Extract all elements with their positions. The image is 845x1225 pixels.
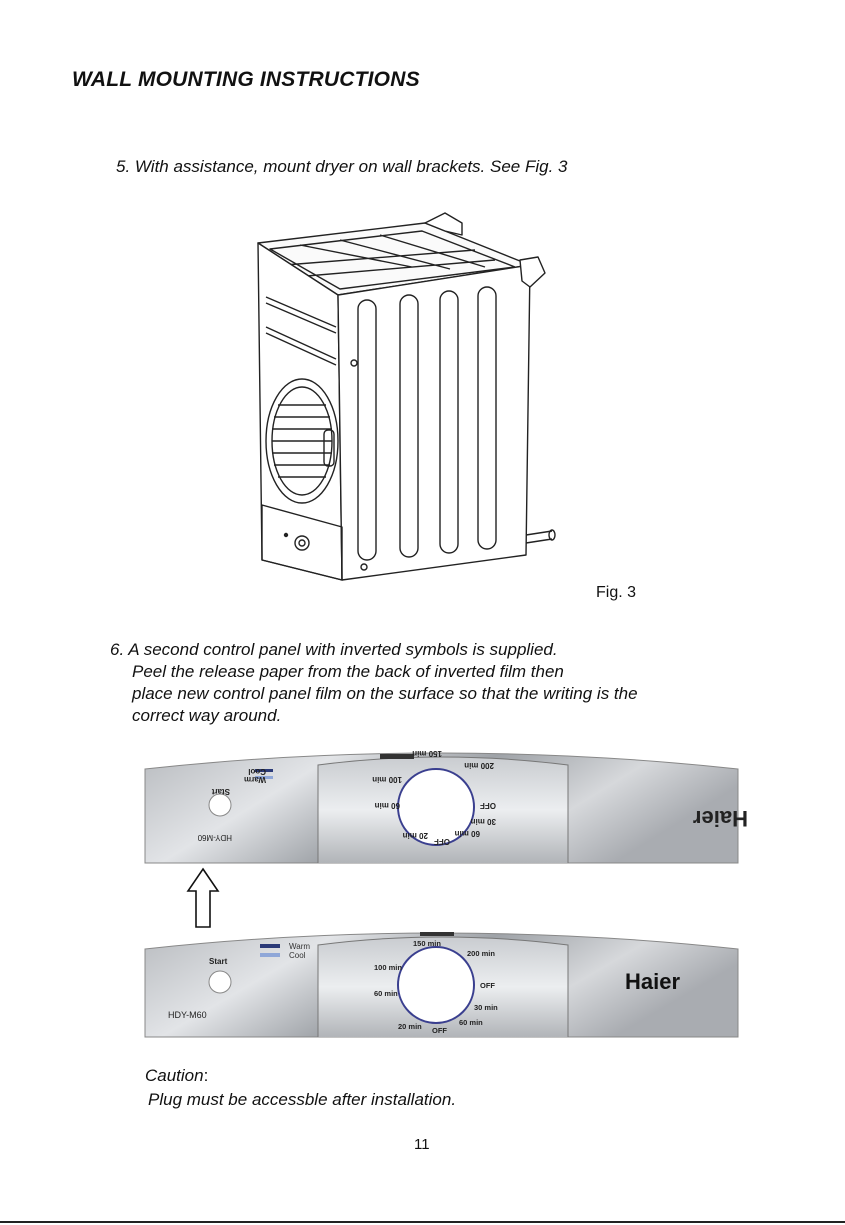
caution-text: Plug must be accessble after installatio… — [148, 1090, 457, 1109]
inv-start-label: Start — [211, 787, 230, 796]
dial-200: 200 min — [467, 949, 495, 958]
model-label: HDY-M60 — [168, 1010, 207, 1020]
caution-heading: Caution: — [145, 1066, 208, 1086]
inv-brand-logo: Haier — [693, 806, 748, 831]
brand-logo: Haier — [625, 969, 680, 994]
inv-warm-label: Warm — [244, 775, 266, 784]
warm-label: Warm — [289, 942, 310, 951]
inv-model-label: HDY-M60 — [197, 833, 232, 842]
figure-label: Fig. 3 — [596, 584, 637, 601]
step-6-line-2: Peel the release paper from the back of … — [132, 662, 564, 681]
dial-100: 100 min — [374, 963, 402, 972]
inv-dial-60-left: 60 min — [375, 801, 400, 810]
dial-20: 20 min — [398, 1022, 422, 1031]
dial-30: 30 min — [474, 1003, 498, 1012]
step-6-line-4: correct way around. — [132, 706, 282, 725]
inverted-control-panel: Start Warm Cool HDY-M60 Haier 150 min 20… — [144, 749, 748, 864]
dial-60-bottom: 60 min — [459, 1018, 483, 1027]
start-label: Start — [209, 957, 228, 966]
dial-off-bottom: OFF — [432, 1026, 447, 1035]
step-6-line-3: place new control panel film on the surf… — [132, 684, 638, 703]
dryer-illustration — [257, 212, 556, 581]
inv-dial-200: 200 min — [464, 761, 494, 770]
correct-control-panel: Start Warm Cool HDY-M60 Haier 150 min 20… — [144, 932, 739, 1038]
inv-dial-off-bottom: OFF — [434, 837, 450, 846]
bottom-rule — [0, 1221, 845, 1223]
inv-cool-label: Cool — [248, 767, 266, 776]
inv-dial-150: 150 min — [412, 749, 442, 758]
caution-colon: : — [203, 1066, 209, 1085]
inv-dial-20: 20 min — [403, 831, 428, 840]
inv-dial-60-bottom: 60 min — [455, 829, 480, 838]
up-arrow-icon — [186, 867, 220, 928]
step-5-text: 5. With assistance, mount dryer on wall … — [116, 157, 568, 176]
dial-off-right: OFF — [480, 981, 495, 990]
step-6-line-1: 6. A second control panel with inverted … — [110, 640, 558, 659]
control-panels: Start Warm Cool HDY-M60 Haier 150 min 20… — [144, 749, 748, 1038]
page-number: 11 — [414, 1136, 430, 1153]
inv-dial-100: 100 min — [372, 775, 402, 784]
dial-150: 150 min — [413, 939, 441, 948]
cool-swatch — [260, 953, 280, 957]
caution-heading-text: Caution — [145, 1066, 204, 1085]
step-6-text: 6. A second control panel with inverted … — [110, 639, 638, 727]
page-title: WALL MOUNTING INSTRUCTIONS — [72, 68, 420, 91]
inv-dial-30: 30 min — [471, 817, 496, 826]
cool-label: Cool — [289, 951, 306, 960]
dial-60-left: 60 min — [374, 989, 398, 998]
inv-dial-off-right: OFF — [480, 801, 496, 810]
warm-swatch — [260, 944, 280, 948]
